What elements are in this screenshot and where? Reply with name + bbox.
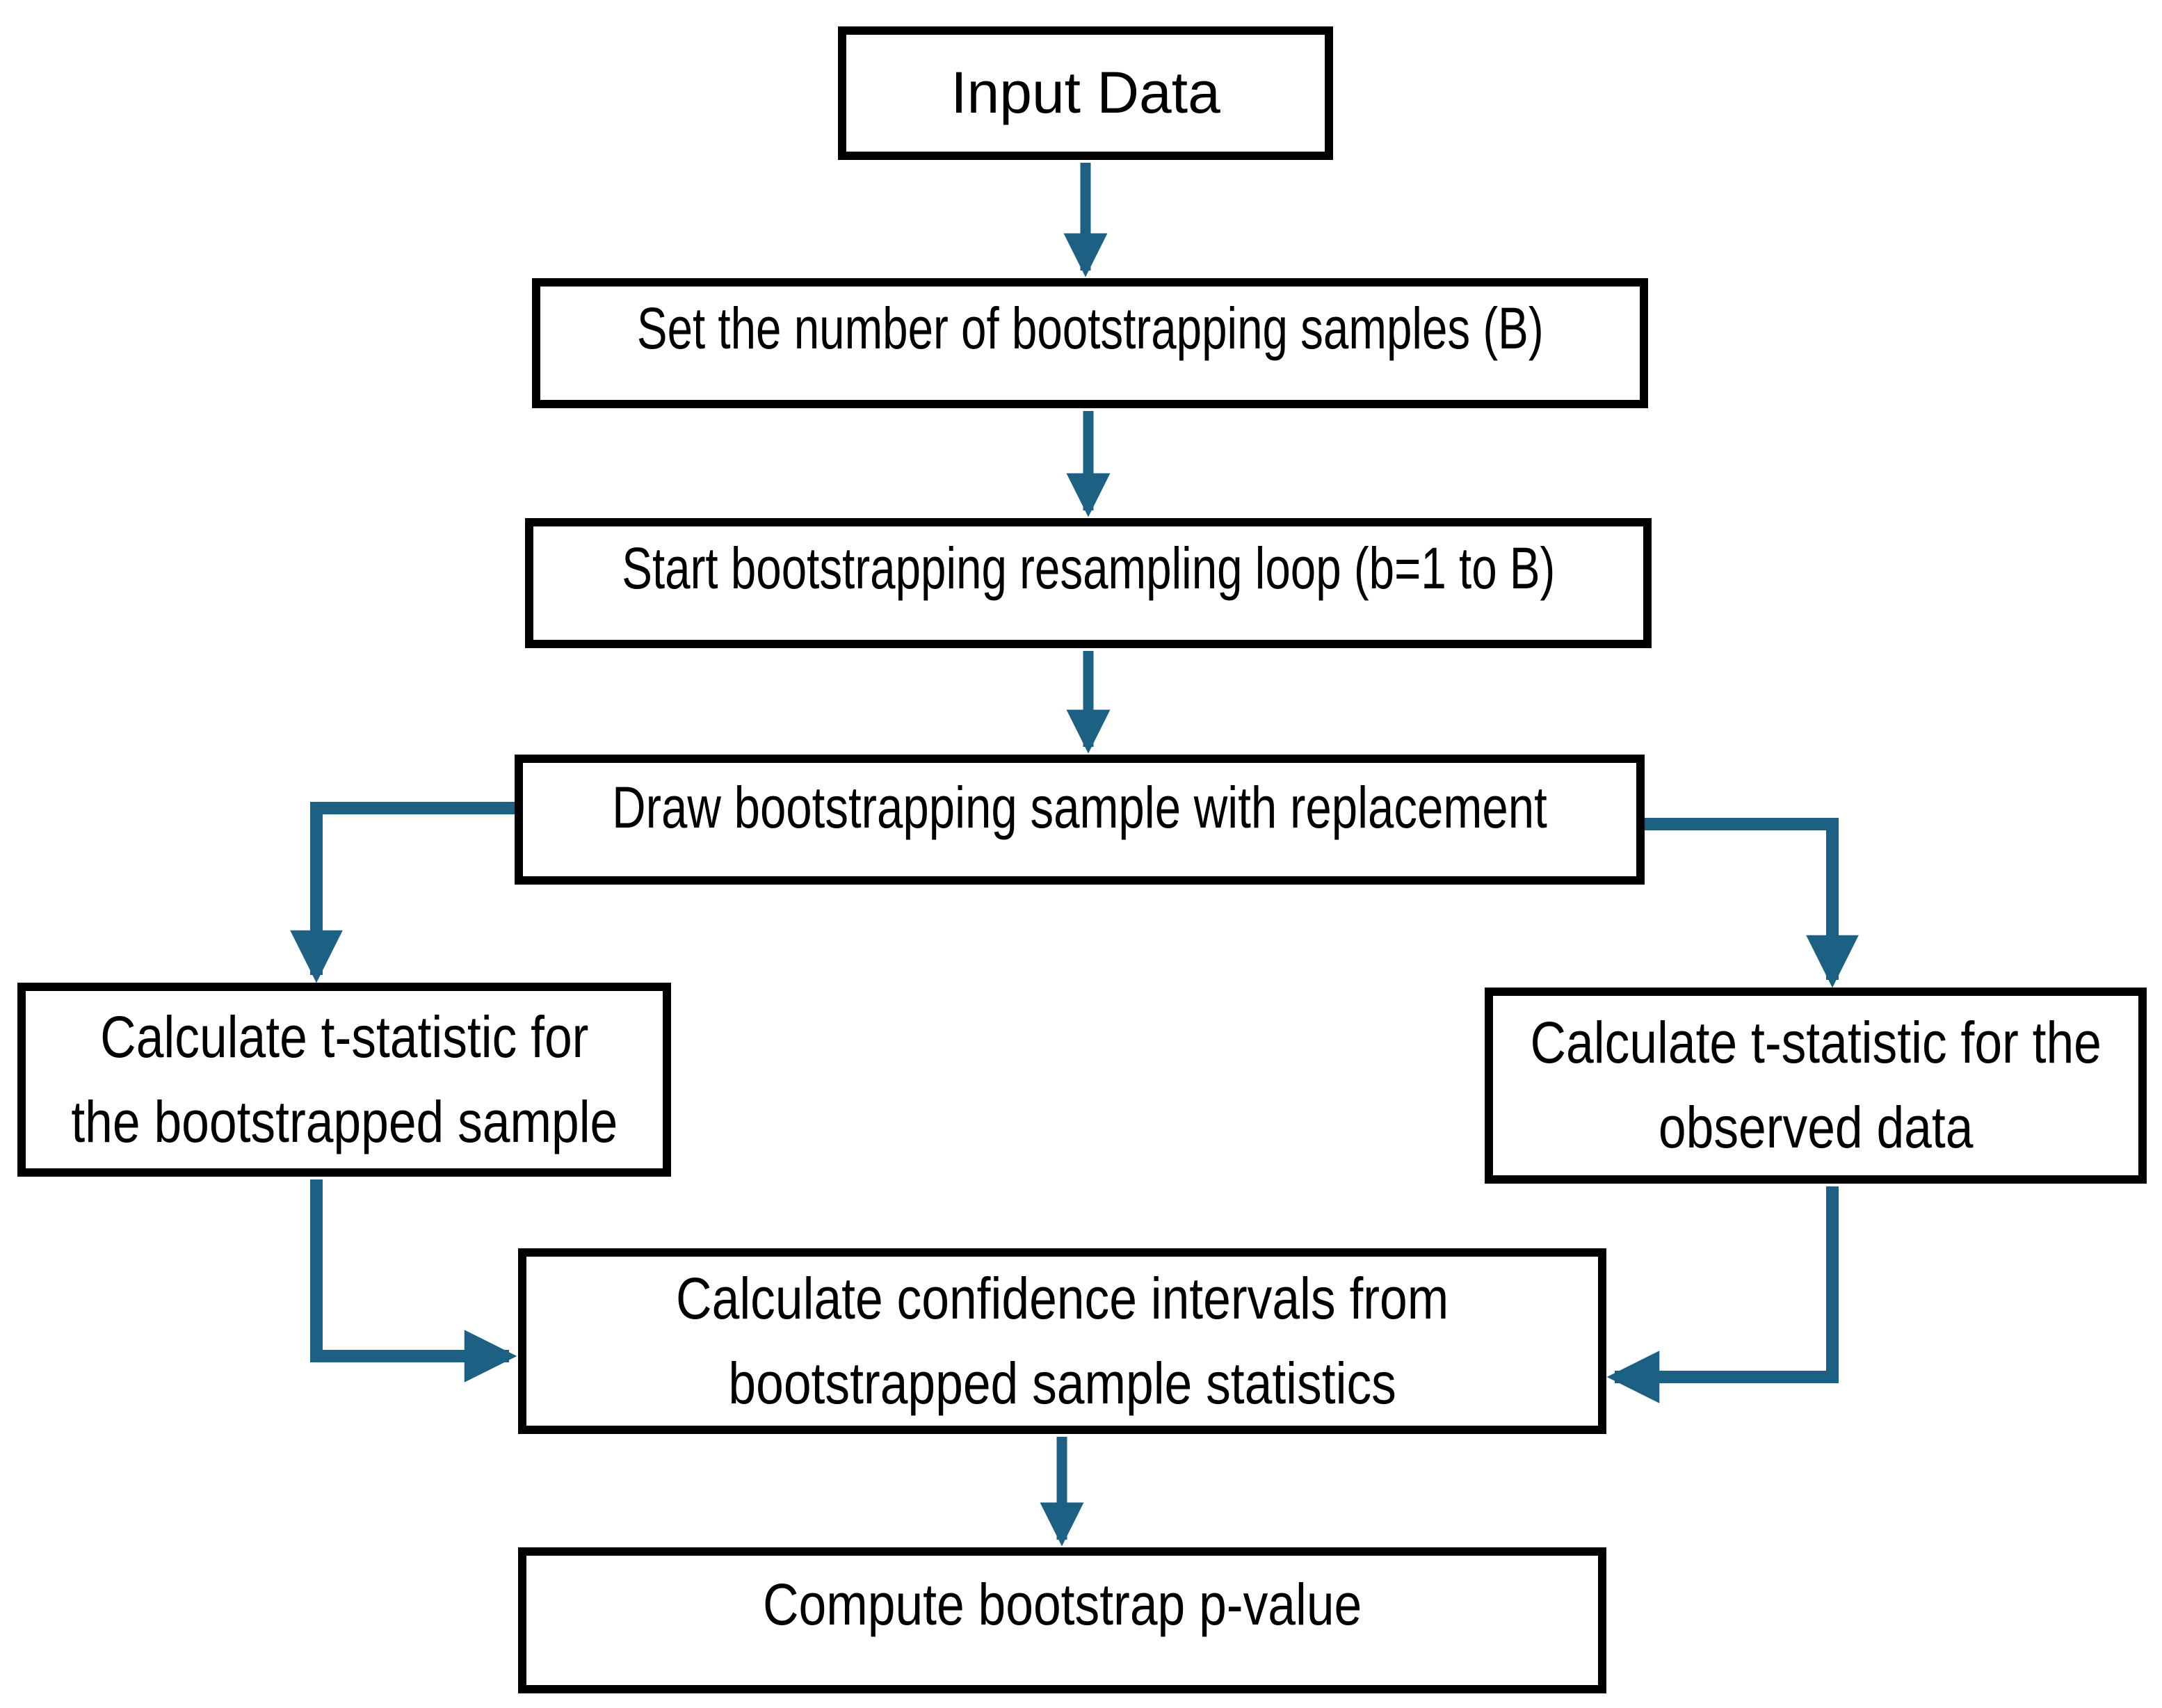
node-start-resampling-loop: Start bootstrapping resampling loop (b=1…: [525, 518, 1652, 648]
node-label-line: Calculate t-statistic for: [99, 1004, 589, 1070]
node-label-line: the bootstrapped sample: [71, 1088, 618, 1154]
arrow-t-obs-to-ci: [1606, 1186, 1839, 1403]
node-label-line: observed data: [1658, 1095, 1974, 1160]
node-confidence-intervals: Calculate confidence intervals from boot…: [518, 1248, 1606, 1434]
arrow-draw-to-t-boot: [290, 802, 516, 983]
node-label-line: Compute bootstrap p-value: [762, 1572, 1362, 1638]
node-input-data: Input Data: [838, 26, 1333, 160]
node-draw-sample-with-replacement: Draw bootstrapping sample with replaceme…: [515, 755, 1645, 885]
node-t-statistic-observed-data: Calculate t-statistic for the observed d…: [1485, 988, 2147, 1184]
node-label-line: Set the number of bootstrapping samples …: [636, 295, 1544, 361]
node-t-statistic-bootstrapped-sample: Calculate t-statistic for the bootstrapp…: [17, 983, 671, 1177]
node-label-line: Start bootstrapping resampling loop (b=1…: [621, 535, 1556, 601]
node-label-line: Calculate t-statistic for the: [1530, 1010, 2102, 1076]
arrow-t-boot-to-ci: [310, 1179, 517, 1383]
node-label-line: Draw bootstrapping sample with replaceme…: [612, 774, 1547, 840]
node-label-line: Calculate confidence intervals from: [675, 1265, 1449, 1331]
node-compute-bootstrap-p-value: Compute bootstrap p-value: [518, 1547, 1606, 1693]
node-label-line: bootstrapped sample statistics: [728, 1350, 1396, 1416]
node-set-bootstrap-samples: Set the number of bootstrapping samples …: [532, 278, 1648, 408]
arrow-draw-to-t-obs: [1643, 818, 1859, 988]
node-label-line: Input Data: [951, 60, 1220, 126]
